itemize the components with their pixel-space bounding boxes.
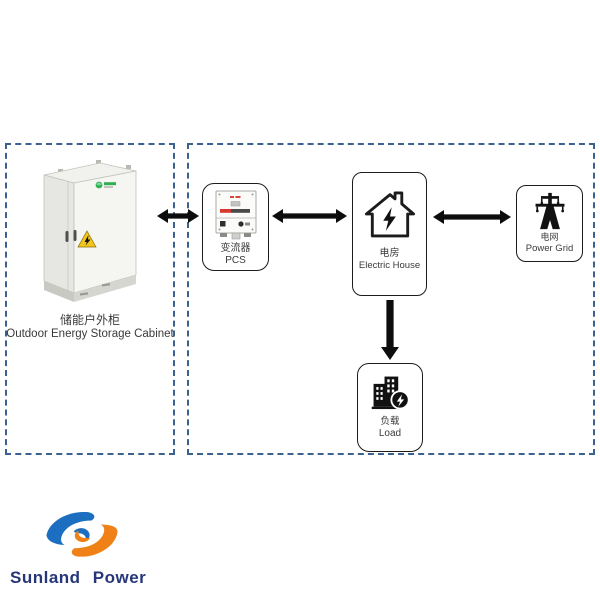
sunland-logo-icon bbox=[46, 511, 118, 557]
electric-house-label-en: Electric House bbox=[358, 260, 421, 271]
node-power-grid: 电网 Power Grid bbox=[516, 185, 583, 262]
electric-house-label-zh: 电房 bbox=[379, 248, 400, 259]
cabinet-label-zh: 储能户外柜 bbox=[59, 313, 120, 327]
power-grid-label-en: Power Grid bbox=[525, 243, 574, 254]
node-electric-house: 电房 Electric House bbox=[352, 172, 427, 296]
node-load: 负载 Load bbox=[357, 363, 423, 452]
energy-storage-cabinet-icon bbox=[43, 160, 137, 302]
storage-cabinet-group-box bbox=[5, 143, 175, 455]
house-lightning-icon bbox=[364, 191, 415, 238]
load-label-zh: 负载 bbox=[380, 416, 400, 427]
power-system-group-box bbox=[187, 143, 595, 455]
cabinet-label-en: Outdoor Energy Storage Cabinet bbox=[6, 328, 174, 340]
load-label-en: Load bbox=[378, 428, 402, 439]
warning-triangle-icon bbox=[77, 230, 97, 248]
power-grid-label-zh: 电网 bbox=[540, 232, 559, 242]
pcs-label-zh: 变流器 bbox=[220, 243, 251, 254]
load-buildings-icon bbox=[371, 376, 410, 410]
inverter-icon bbox=[215, 190, 256, 240]
pcs-label-en: PCS bbox=[225, 255, 246, 266]
transmission-tower-icon bbox=[535, 192, 564, 230]
node-pcs: 变流器 PCS bbox=[202, 183, 269, 271]
brand-name: Sunland Power bbox=[10, 568, 147, 587]
cabinet-brand-mark-icon bbox=[95, 181, 116, 189]
